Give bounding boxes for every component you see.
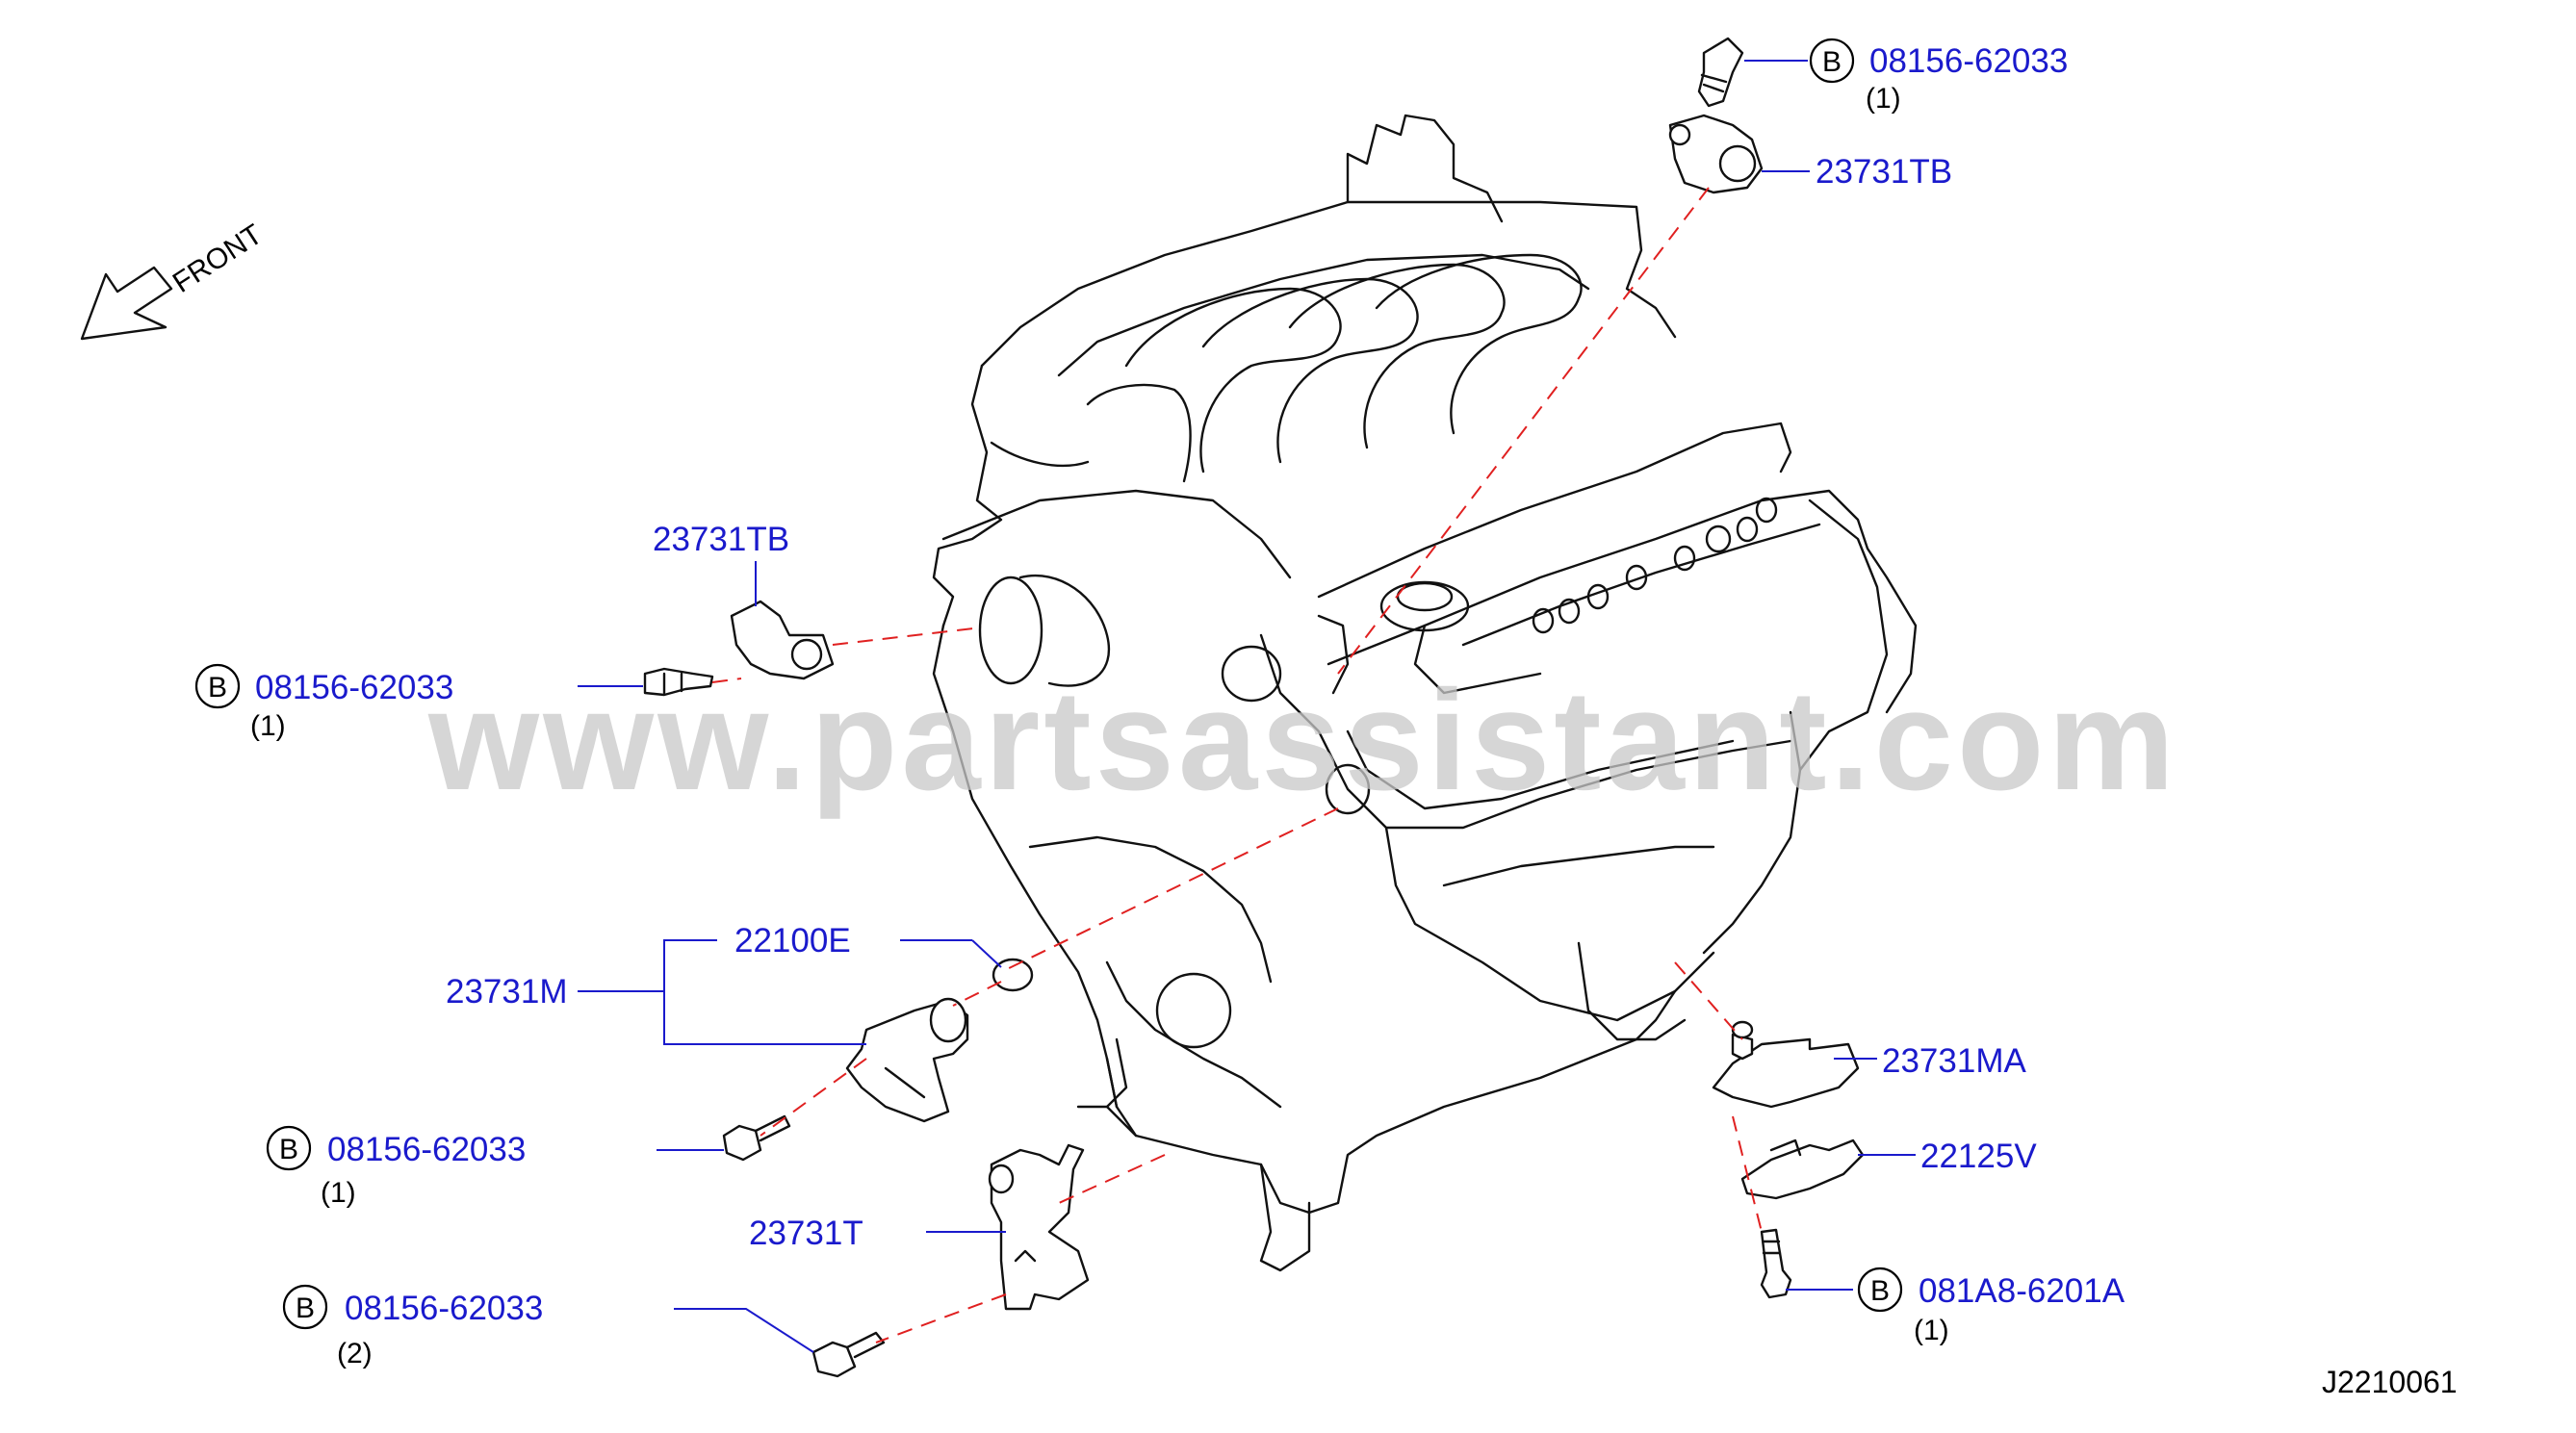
callout-group: 23731M [446, 973, 567, 1011]
part-number[interactable]: 23731T [749, 1215, 863, 1252]
left-sensor-sketch [730, 600, 835, 680]
bolt-badge [282, 1284, 328, 1330]
part-number[interactable]: 08156-62033 [345, 1290, 543, 1327]
bolt-badge [1857, 1267, 1903, 1313]
part-number[interactable]: 08156-62033 [327, 1131, 526, 1168]
part-number[interactable]: 23731TB [1816, 153, 1952, 191]
part-number[interactable]: 08156-62033 [255, 669, 453, 706]
right-bracket-sketch [1740, 1139, 1865, 1200]
callout-mid-bolt: B 08156-62033 (1) [266, 1125, 526, 1209]
front-indicator: FRONT [80, 218, 269, 341]
watermark: www.partsassistant.com [427, 661, 2178, 820]
mid-sensor-sketch [845, 997, 969, 1123]
bolt-badge [194, 663, 241, 709]
part-number[interactable]: 23731TB [653, 521, 789, 558]
right-sensor-sketch [1712, 1020, 1860, 1109]
quantity: (1) [1914, 1315, 1949, 1346]
callout-right-bracket: 22125V [1920, 1138, 2037, 1175]
bolt-badge-letter: B [296, 1292, 315, 1324]
front-label: FRONT [167, 218, 269, 299]
callout-left-bolt: B 08156-62033 (1) [194, 663, 453, 742]
engine-drawing [932, 114, 1918, 1272]
callout-oring: 22100E [734, 922, 851, 960]
front-arrow-icon [80, 266, 173, 341]
diagram-code: J2210061 [2322, 1365, 2458, 1399]
top-bolt-sketch [1697, 37, 1744, 108]
callout-low-bolt: B 08156-62033 (2) [282, 1284, 543, 1369]
oring-sketch [992, 958, 1034, 992]
part-number[interactable]: 22125V [1920, 1138, 2037, 1175]
callout-crank-sensor: 23731T [749, 1215, 863, 1252]
bolt-badge [1809, 38, 1855, 84]
spark-holes [1532, 497, 1778, 634]
mid-bolt-sketch [722, 1114, 791, 1162]
left-bolt-sketch [643, 667, 714, 697]
right-bolt-sketch [1760, 1228, 1792, 1299]
part-number[interactable]: 23731M [446, 973, 567, 1011]
quantity: (1) [1866, 83, 1901, 115]
callout-top-bolt: B 08156-62033 (1) [1809, 38, 2068, 115]
bolt-badge-letter: B [1870, 1275, 1890, 1307]
crank-sensor-sketch [988, 1143, 1090, 1311]
low-bolt-sketch [811, 1331, 886, 1378]
callout-right-sensor: 23731MA [1882, 1042, 2026, 1080]
callout-right-bolt: B 081A8-6201A (1) [1857, 1267, 2125, 1346]
bolt-badge-letter: B [1822, 46, 1842, 78]
part-number[interactable]: 081A8-6201A [1919, 1272, 2125, 1310]
part-number[interactable]: 23731MA [1882, 1042, 2026, 1080]
callout-top-sensor: 23731TB [1816, 153, 1952, 191]
bolt-badge [266, 1125, 312, 1171]
leader-lines [578, 60, 1916, 1353]
assembly-lines [711, 187, 1763, 1343]
bolt-badge-letter: B [279, 1134, 298, 1165]
quantity: (1) [321, 1177, 356, 1209]
part-number[interactable]: 08156-62033 [1869, 42, 2068, 80]
quantity: (1) [250, 710, 286, 742]
bolt-badge-letter: B [208, 672, 227, 704]
callout-left-sensor: 23731TB [653, 521, 789, 558]
top-sensor-sketch [1668, 114, 1764, 194]
part-number[interactable]: 22100E [734, 922, 851, 960]
quantity: (2) [337, 1338, 373, 1369]
